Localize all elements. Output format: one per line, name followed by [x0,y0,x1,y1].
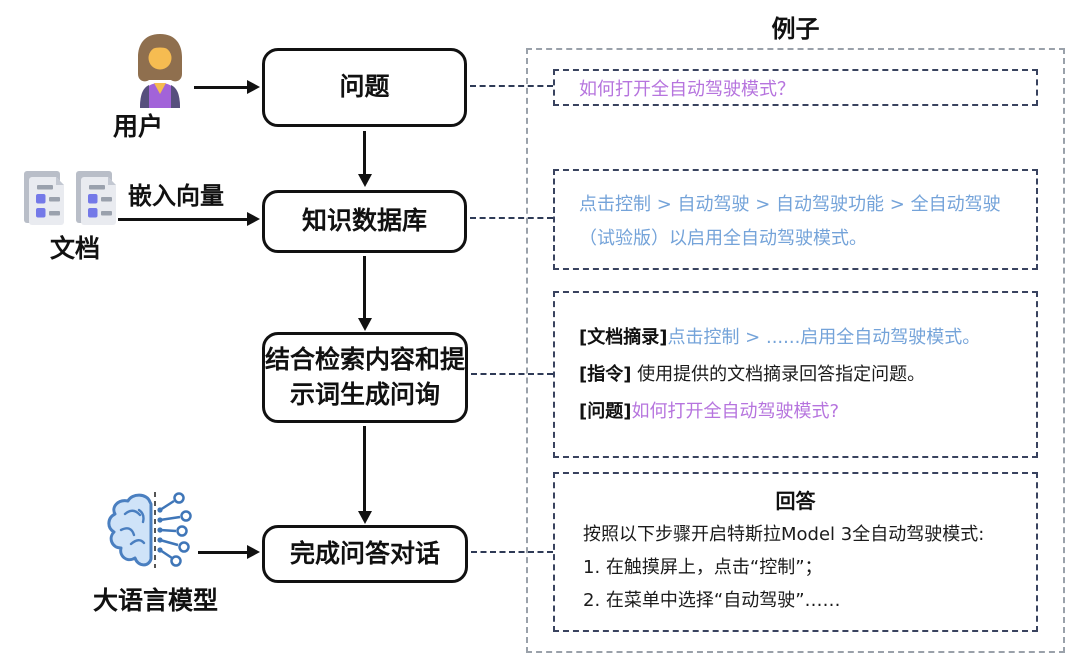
answer-line-2: 1. 在触摸屏上，点击“控制”； [583,557,823,578]
example-retrieval-line2: （试验版）以启用全自动驾驶模式。 [579,228,867,249]
documents-label: 文档 [49,234,100,263]
user-avatar-icon [130,32,190,108]
connector-complete-qa-to-example [471,551,553,553]
embed-vector-edge-label: 嵌入向量 [128,182,224,210]
prompt-q-text: 如何打开全自动驾驶模式? [631,401,840,422]
prompt-q-label: [问题] [579,401,632,422]
flow-node-knowledge-db-label: 知识数据库 [301,206,427,236]
example-question-text: 如何打开全自动驾驶模式？ [579,78,795,100]
flow-node-combine-query-label: 结合检索内容和提 示词生成问询 [265,345,466,409]
flow-node-complete-qa-label: 完成问答对话 [289,538,440,568]
connector-combine-query-to-example [471,373,553,375]
flow-node-knowledge-db: 知识数据库 [262,190,467,253]
prompt-doc-text: 点击控制 > ......启用全自动驾驶模式。 [667,327,981,348]
connector-knowledge-db-to-example [470,217,553,219]
flow-node-complete-qa: 完成问答对话 [262,525,468,583]
prompt-inst-label: [指令] [579,364,632,385]
example-prompt-doc-line: [文档摘录]点击控制 > ......启用全自动驾驶模式。 [579,319,1036,356]
example-panel-title: 例子 [771,15,820,43]
brain-circuit-icon [106,490,206,580]
example-prompt-question-line: [问题]如何打开全自动驾驶模式? [579,393,1036,430]
example-prompt-instruction-line: [指令] 使用提供的文档摘录回答指定问题。 [579,356,1036,393]
flow-node-question-label: 问题 [339,72,390,102]
example-answer-box: 回答 按照以下步骤开启特斯拉Model 3全自动驾驶模式: 1. 在触摸屏上，点… [553,472,1038,632]
prompt-doc-label: [文档摘录] [579,327,668,348]
prompt-inst-text: 使用提供的文档摘录回答指定问题。 [631,364,926,385]
user-label: 用户 [112,112,163,141]
example-prompt-box: [文档摘录]点击控制 > ......启用全自动驾驶模式。 [指令] 使用提供的… [553,291,1038,458]
example-panel-frame [526,48,1065,653]
example-retrieval-line1: 点击控制 > 自动驾驶 > 自动驾驶功能 > 全自动驾驶 [579,194,1001,215]
document-pages-icon [24,167,124,229]
example-retrieval-box: 点击控制 > 自动驾驶 > 自动驾驶功能 > 全自动驾驶 （试验版）以启用全自动… [553,169,1038,270]
connector-question-to-example [470,85,553,87]
flow-node-question: 问题 [262,48,467,127]
example-question-box: 如何打开全自动驾驶模式？ [553,69,1038,106]
flow-node-combine-query: 结合检索内容和提 示词生成问询 [262,332,468,423]
answer-line-3: 2. 在菜单中选择“自动驾驶”…… [583,590,841,611]
llm-label: 大语言模型 [92,586,218,615]
answer-title: 回答 [775,489,816,513]
answer-line-1: 按照以下步骤开启特斯拉Model 3全自动驾驶模式: [583,524,985,545]
